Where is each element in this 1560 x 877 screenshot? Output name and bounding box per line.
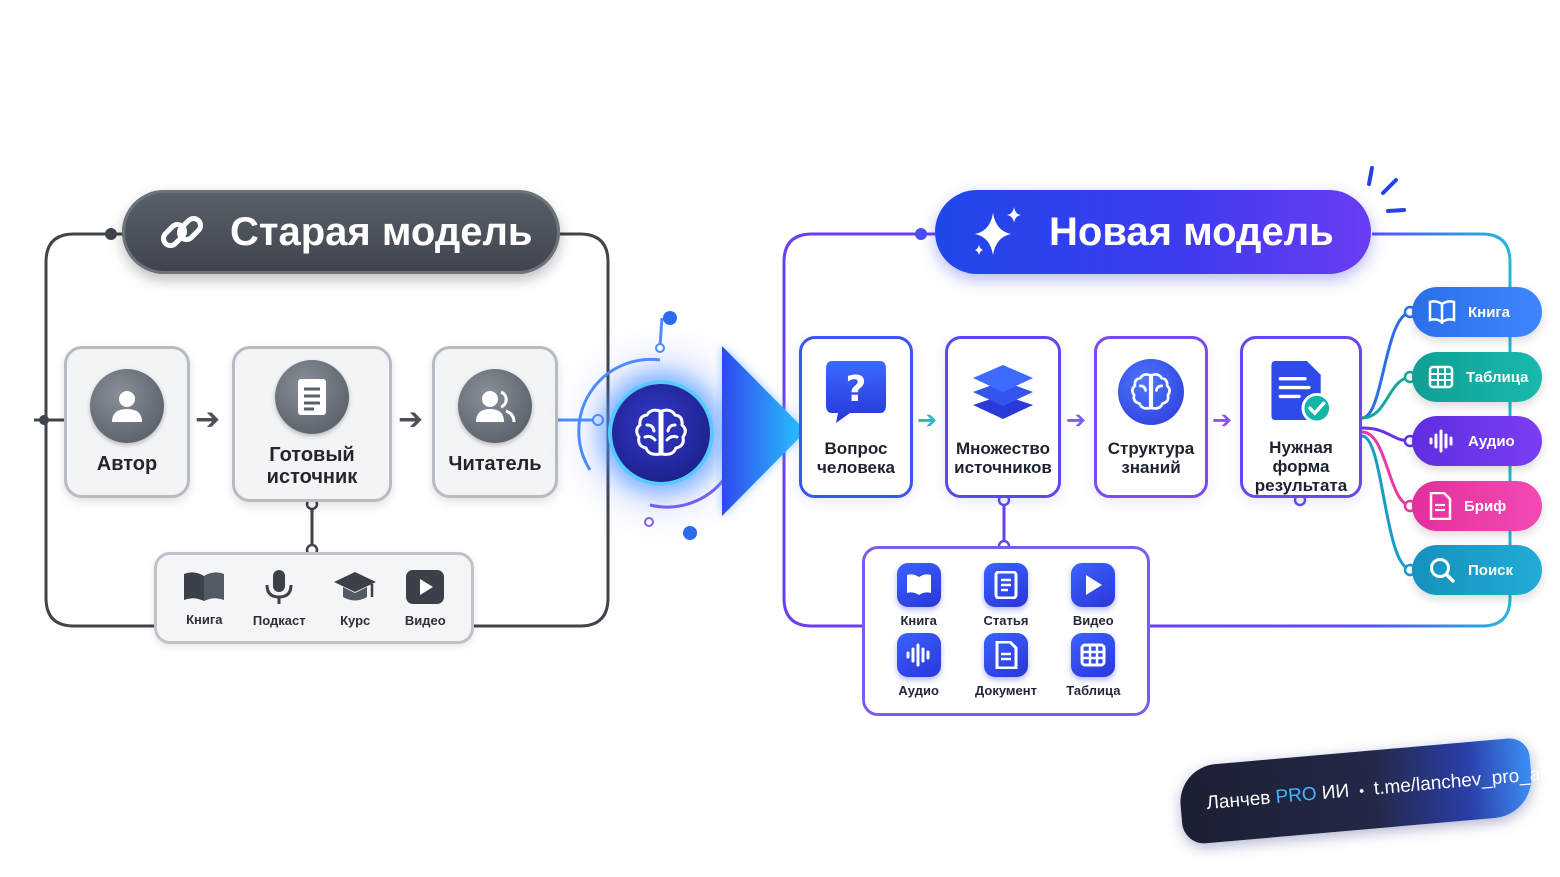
output-label: Аудио <box>1468 432 1515 450</box>
source-label: Статья <box>983 613 1029 628</box>
format-label: Книга <box>186 611 223 627</box>
document-icon <box>983 633 1028 677</box>
source-label: Видео <box>1072 613 1114 628</box>
transition-arrow <box>722 346 806 516</box>
microphone-icon <box>265 569 293 604</box>
old-step-author: Автор <box>64 346 190 498</box>
new-step-label: Вопрос человека <box>817 439 895 477</box>
table-icon <box>1428 365 1454 389</box>
source-item: Документ <box>962 633 1049 703</box>
new-step-result: Нужная форма результата <box>1240 336 1362 498</box>
link-icon <box>160 215 204 249</box>
new-sources-tray: Книга Статья Видео Аудио Документ Таблиц… <box>862 546 1150 716</box>
source-item: Книга <box>875 563 962 633</box>
user-icon <box>90 369 164 443</box>
brand-name: Ланчев <box>1205 787 1272 815</box>
new-step-label: Структура знаний <box>1107 439 1195 477</box>
format-item: Подкаст <box>253 569 306 628</box>
arrow-right-icon: ➔ <box>917 407 938 434</box>
old-step-label: Читатель <box>448 453 542 475</box>
arrow-right-icon: ➔ <box>195 403 221 436</box>
format-item: Книга <box>182 570 226 627</box>
output-label: Таблица <box>1466 368 1529 386</box>
new-model-title-text: Новая модель <box>1049 209 1334 254</box>
old-formats-tray: Книга Подкаст Курс Видео <box>154 552 474 644</box>
source-item: Видео <box>1050 563 1137 633</box>
source-label: Документ <box>974 683 1037 698</box>
book-icon <box>896 563 941 607</box>
source-label: Аудио <box>898 683 939 698</box>
output-label: Книга <box>1468 303 1511 321</box>
brand-pro: PRO <box>1274 783 1318 808</box>
source-item: Статья <box>962 563 1049 633</box>
brain-icon <box>1118 359 1184 425</box>
document-icon <box>1429 492 1452 520</box>
source-label: Таблица <box>1066 683 1121 698</box>
source-item: Аудио <box>875 633 962 703</box>
question-icon: ? <box>826 361 886 423</box>
new-step-sources: Множество источников <box>945 336 1061 498</box>
new-step-label: Множество источников <box>954 439 1052 477</box>
new-step-knowledge: Структура знаний <box>1094 336 1208 498</box>
source-label: Книга <box>900 613 937 628</box>
new-step-question: ? Вопрос человека <box>799 336 913 498</box>
article-icon <box>983 563 1028 607</box>
readers-icon <box>458 369 532 443</box>
old-step-label: Готовый источник <box>266 444 358 488</box>
graduation-cap-icon <box>334 571 377 600</box>
output-audio: Аудио <box>1412 416 1542 466</box>
output-brief: Бриф <box>1412 481 1542 531</box>
source-item: Таблица <box>1050 633 1137 703</box>
old-step-reader: Читатель <box>432 346 558 498</box>
layers-icon <box>973 365 1033 419</box>
book-icon <box>1428 300 1456 324</box>
audio-wave-icon <box>896 633 941 677</box>
table-icon <box>1071 633 1116 677</box>
format-label: Подкаст <box>252 612 306 628</box>
svg-text:?: ? <box>846 369 867 410</box>
arrow-right-icon: ➔ <box>1066 407 1087 434</box>
document-icon <box>275 360 349 434</box>
brand-link[interactable]: t.me/lanchev_pro_ai <box>1373 763 1546 800</box>
old-step-label: Автор <box>96 453 158 475</box>
old-model-title: Старая модель <box>122 190 560 274</box>
format-label: Видео <box>404 612 446 628</box>
audio-wave-icon <box>1429 429 1453 453</box>
play-icon <box>406 569 445 604</box>
play-icon <box>1071 563 1116 607</box>
output-search: Поиск <box>1412 545 1542 595</box>
ai-hub <box>608 380 714 486</box>
brain-icon <box>635 408 687 456</box>
new-model-title: Новая модель <box>935 190 1371 274</box>
format-item: Видео <box>405 569 446 628</box>
output-label: Бриф <box>1464 497 1507 515</box>
search-icon <box>1430 558 1455 583</box>
format-item: Курс <box>332 569 378 628</box>
arrow-right-icon: ➔ <box>1212 407 1233 434</box>
brand-name-suffix: ИИ <box>1321 780 1351 804</box>
output-book: Книга <box>1412 287 1542 337</box>
document-check-icon <box>1271 360 1333 424</box>
format-label: Курс <box>340 612 371 628</box>
arrow-right-icon: ➔ <box>398 403 424 436</box>
brand-separator: • <box>1358 782 1365 799</box>
output-label: Поиск <box>1468 561 1514 579</box>
old-model-title-text: Старая модель <box>230 209 533 254</box>
old-step-source: Готовый источник <box>232 346 392 502</box>
new-step-label: Нужная форма результата <box>1254 438 1348 495</box>
book-icon <box>184 571 225 601</box>
sparkle-icon <box>975 207 1021 255</box>
output-table: Таблица <box>1412 352 1542 402</box>
